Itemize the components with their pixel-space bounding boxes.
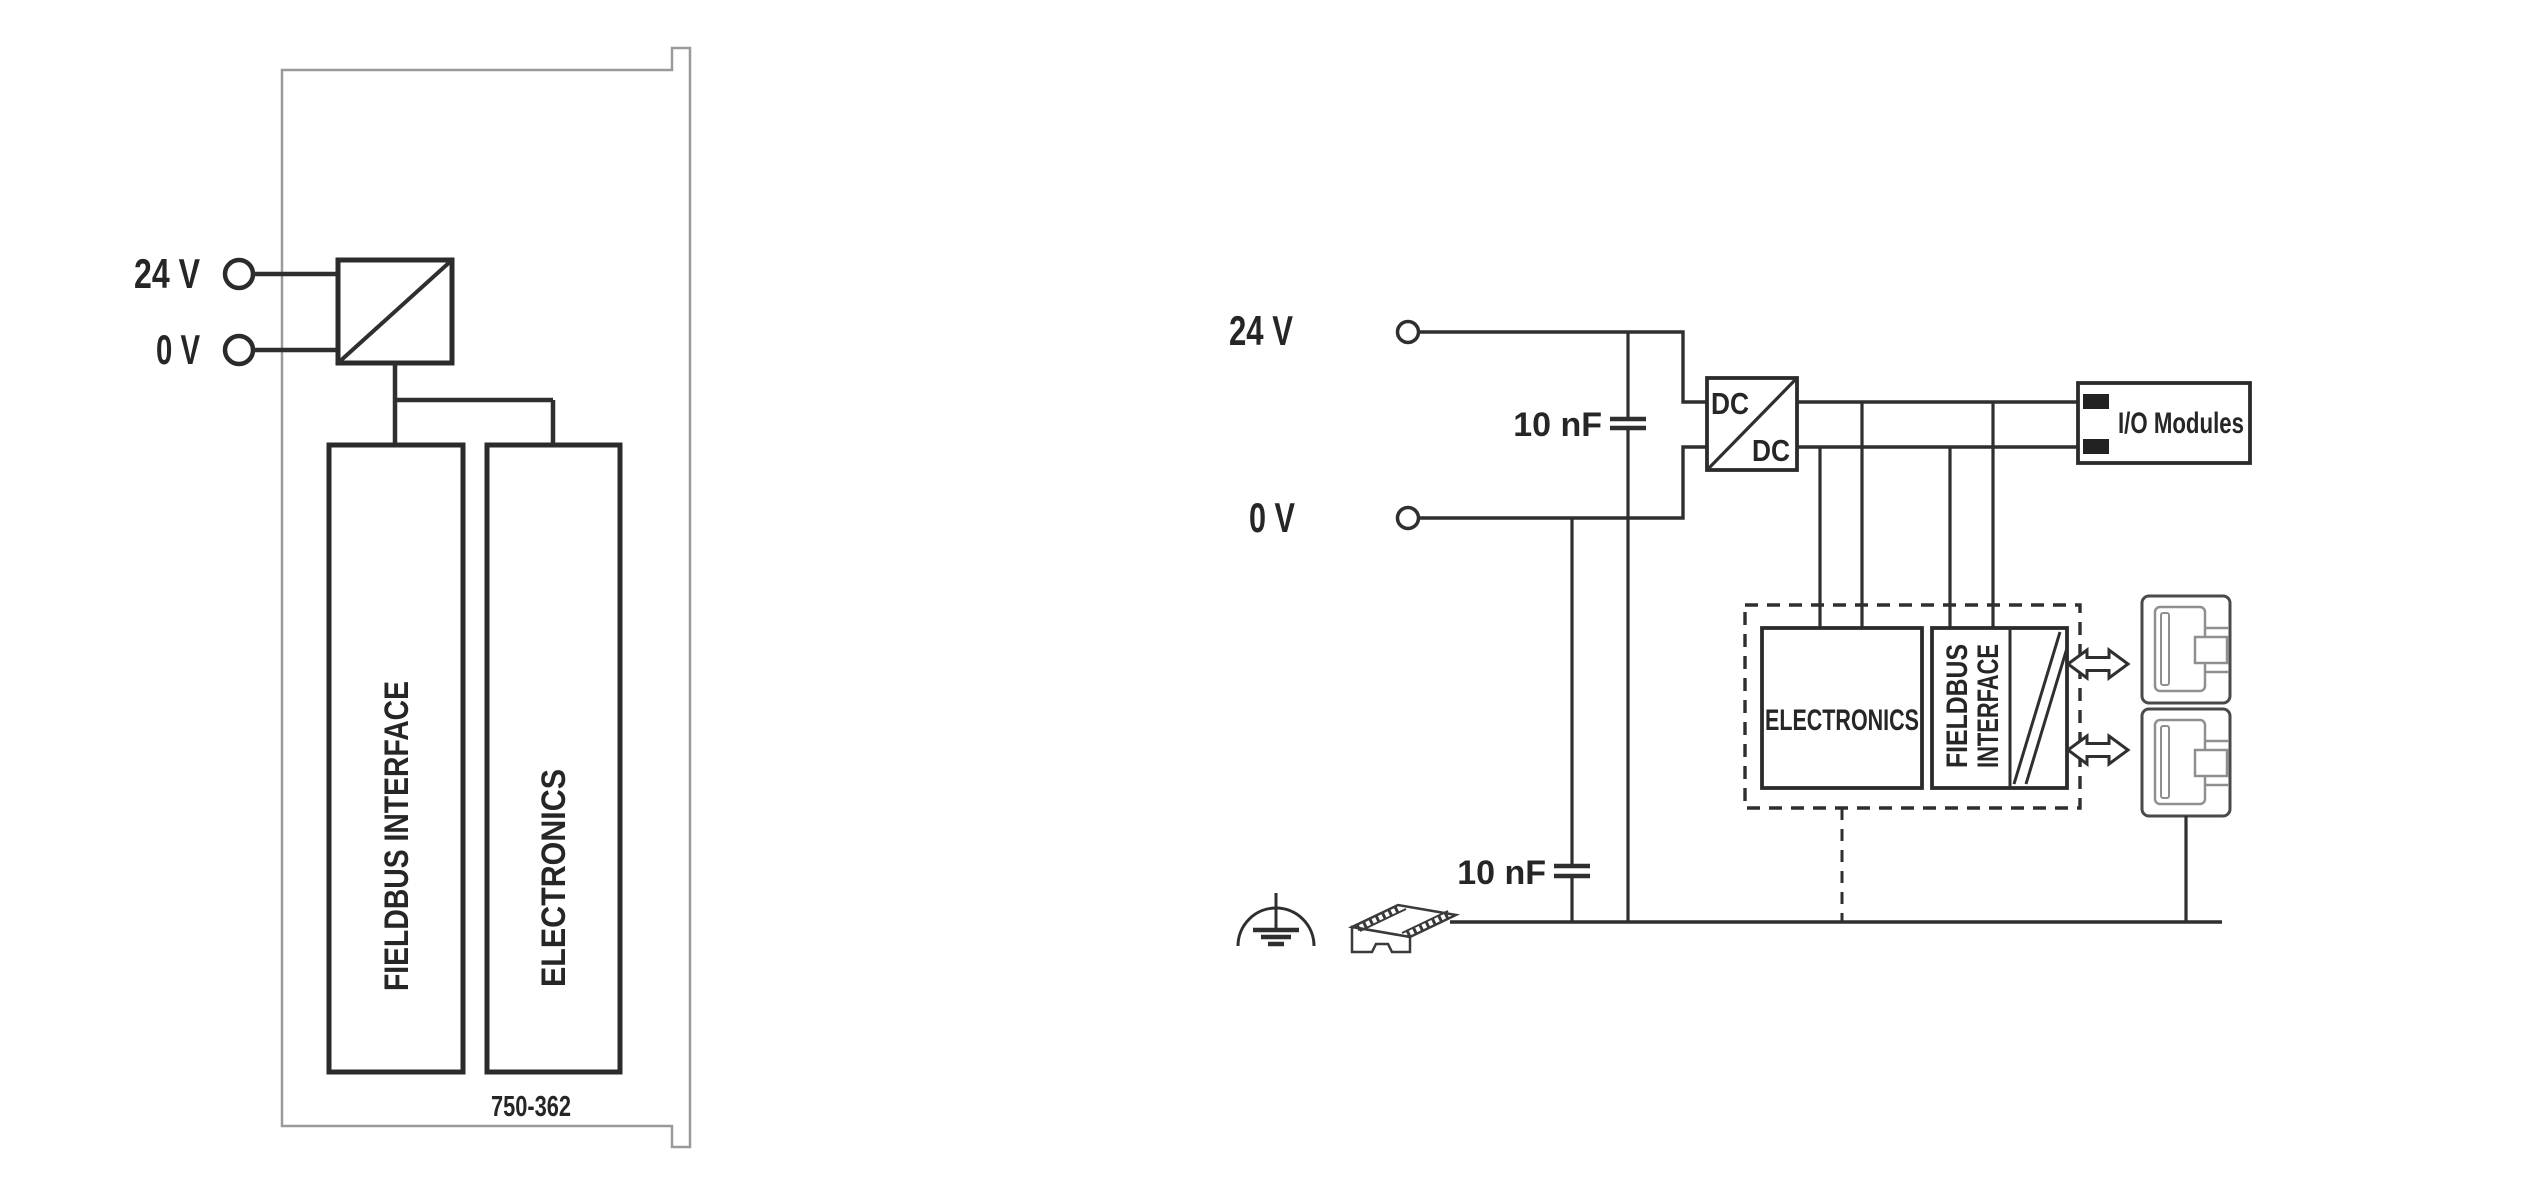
right-0v-wire	[1419, 445, 1707, 520]
left-electronics-label: ELECTRONICS	[535, 769, 573, 987]
io-modules-block: I/O Modules	[2076, 381, 2252, 465]
capacitor-bottom-icon: 10 nF	[1457, 518, 1590, 922]
io-contact-pin-icon	[2083, 394, 2109, 409]
capacitor-top-label: 10 nF	[1513, 406, 1602, 444]
right-fieldbus-label-line1: FIELDBUS	[1941, 644, 1974, 768]
power-rails	[1797, 400, 2078, 449]
power-drop-wires	[1818, 402, 1995, 628]
right-0v-label: 0 V	[1249, 494, 1295, 541]
left-figure: 24 V 0 V FIELDBUS INTERFACE ELECTRONICS …	[134, 46, 692, 1149]
rj45-port-icon	[2140, 707, 2232, 818]
power-supply-icon	[335, 257, 455, 366]
left-24v-terminal-icon	[222, 257, 256, 291]
data-arrow-icon	[2065, 733, 2131, 767]
isolation-stripe-icon	[2012, 631, 2069, 785]
right-0v-terminal-icon	[1395, 505, 1421, 531]
din-rail-icon	[1347, 903, 1461, 954]
dc-dc-converter-icon: DC DC	[1705, 376, 1799, 472]
left-0v-terminal-icon	[222, 333, 256, 367]
dc-bottom-label: DC	[1752, 433, 1790, 468]
right-figure: 24 V 0 V 10 nF 10 nF DC DC	[1229, 307, 2252, 954]
model-number-label: 750-362	[491, 1091, 571, 1123]
isolation-boundary	[1743, 603, 2082, 810]
left-fieldbus-interface-label: FIELDBUS INTERFACE	[378, 681, 416, 991]
io-contact-pin-icon	[2083, 439, 2109, 454]
capacitor-bottom-label: 10 nF	[1457, 854, 1546, 892]
right-24v-label: 24 V	[1229, 307, 1293, 354]
right-24v-wire	[1419, 330, 1707, 404]
right-electronics-label: ELECTRONICS	[1765, 704, 1919, 737]
capacitor-top-icon: 10 nF	[1513, 332, 1646, 922]
left-24v-label: 24 V	[134, 250, 200, 297]
right-24v-terminal-icon	[1395, 319, 1421, 345]
left-0v-label: 0 V	[156, 326, 200, 373]
dc-top-label: DC	[1711, 386, 1749, 421]
supply-distribution-wires	[392, 363, 556, 445]
right-fieldbus-label-line2: INTERFACE	[1972, 644, 2005, 768]
earth-ground-icon	[1236, 893, 1316, 947]
left-fieldbus-interface-block: FIELDBUS INTERFACE	[326, 442, 466, 1075]
module-outline	[280, 46, 692, 1149]
right-fieldbus-interface-block: FIELDBUS INTERFACE	[1930, 626, 2069, 790]
io-modules-label: I/O Modules	[2118, 407, 2244, 440]
right-electronics-block: ELECTRONICS	[1760, 626, 1924, 790]
left-electronics-block: ELECTRONICS	[484, 442, 623, 1075]
rj45-port-icon	[2140, 594, 2232, 705]
data-arrow-icon	[2065, 647, 2131, 681]
